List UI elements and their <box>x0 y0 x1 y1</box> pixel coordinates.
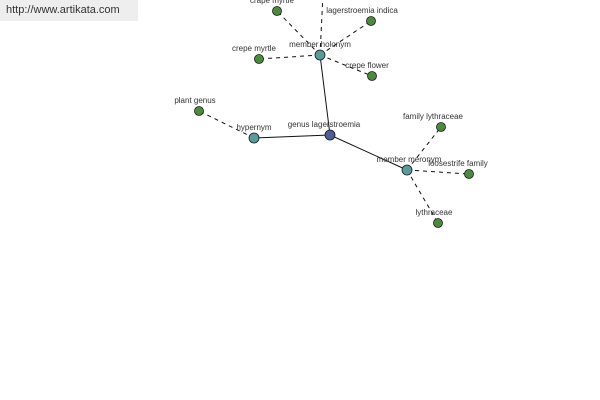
node-label-meronym: member meronym <box>377 155 442 164</box>
node-label-lagindica: lagerstroemia indica <box>326 6 398 15</box>
node-label-crepe: crepe myrtle <box>232 44 277 53</box>
node-label-center: genus lagerstroemia <box>288 120 361 129</box>
node-label-lythraceae: lythraceae <box>416 208 453 217</box>
edge-meronym-loosestrife <box>406 169 470 175</box>
node-crepeflower[interactable] <box>367 71 377 81</box>
edge-hypernym-plantgenus <box>198 110 255 139</box>
node-meronym[interactable] <box>401 164 413 176</box>
node-center[interactable] <box>324 129 336 141</box>
node-famlyth[interactable] <box>436 122 446 132</box>
node-label-crepeflower: crepe flower <box>345 61 389 70</box>
node-lythraceae[interactable] <box>433 218 443 228</box>
node-label-famlyth: family lythraceae <box>403 112 464 121</box>
edge-holonym-crape <box>276 10 321 56</box>
site-url-link[interactable]: http://www.artikata.com <box>0 0 138 21</box>
edge-center-holonym <box>319 54 331 136</box>
edge-holonym-topstub <box>319 0 324 56</box>
edges-layer <box>198 0 470 224</box>
edge-holonym-crepe <box>258 54 321 60</box>
node-label-plantgenus: plant genus <box>174 96 215 105</box>
node-label-hypernym: hypernym <box>236 123 271 132</box>
node-loosestrife[interactable] <box>464 169 474 179</box>
node-label-crape: crape myrtle <box>250 0 295 5</box>
edge-holonym-lagindica <box>319 20 372 56</box>
edge-meronym-lythraceae <box>406 169 439 224</box>
edge-meronym-famlyth <box>406 126 442 171</box>
edge-holonym-crepeflower <box>319 54 373 77</box>
edge-center-hypernym <box>253 134 331 139</box>
edge-center-meronym <box>329 134 408 171</box>
node-crepe[interactable] <box>254 54 264 64</box>
nodes-layer <box>194 6 474 228</box>
node-label-holonym: member holonym <box>289 40 351 49</box>
node-hypernym[interactable] <box>248 132 260 144</box>
node-plantgenus[interactable] <box>194 106 204 116</box>
node-crape[interactable] <box>272 6 282 16</box>
node-label-loosestrife: loosestrife family <box>428 159 488 168</box>
node-holonym[interactable] <box>314 49 326 61</box>
node-lagindica[interactable] <box>366 16 376 26</box>
labels-layer: genus lagerstroemia member holonym hyperny… <box>174 0 487 217</box>
